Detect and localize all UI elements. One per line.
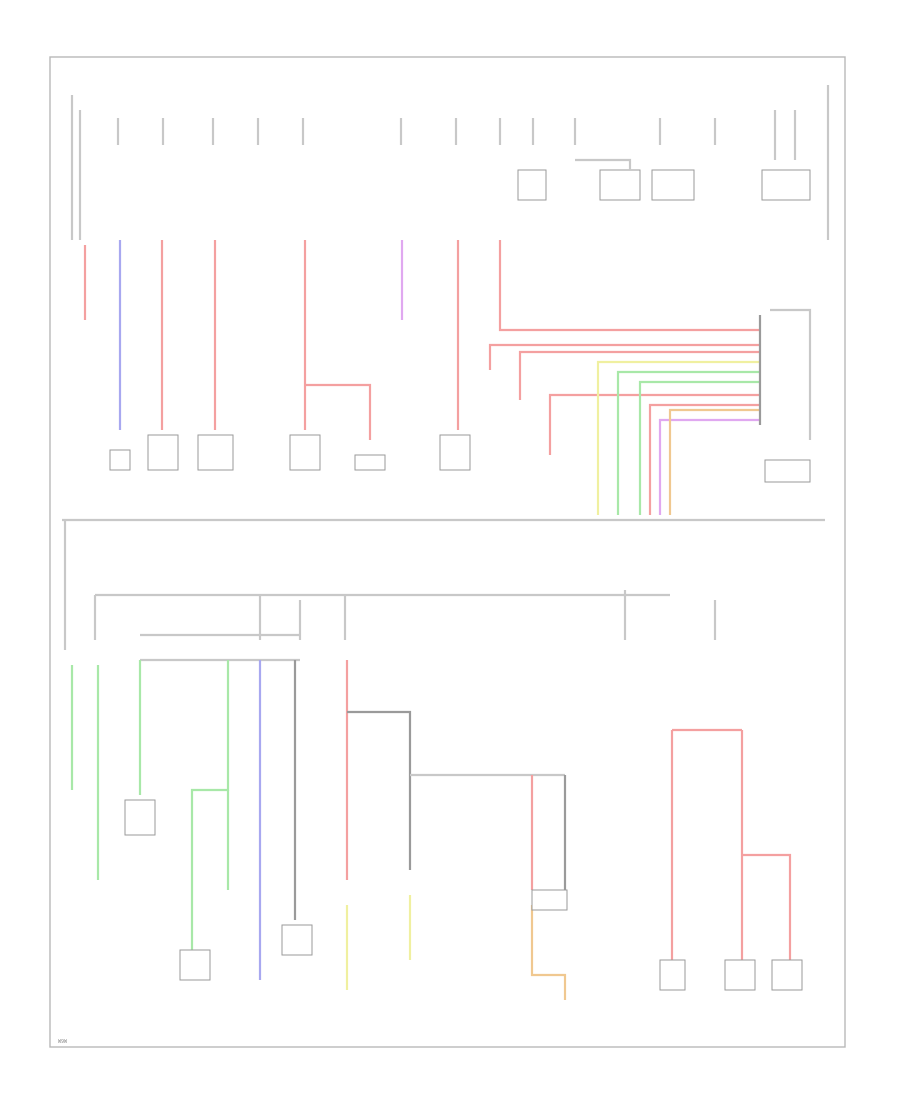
component-box-6	[439, 434, 471, 471]
module-box-3	[651, 169, 695, 201]
component-box-3	[197, 434, 234, 471]
connector-box-right	[764, 459, 811, 483]
bottom-section	[63, 520, 803, 1000]
diagram-code: W9W	[58, 1039, 68, 1045]
component-box-4	[289, 434, 321, 471]
wire-gray-top	[575, 158, 632, 170]
module-box-1	[517, 169, 547, 201]
top-fuse-row	[70, 85, 830, 515]
module-box-2	[599, 169, 641, 201]
wire-red-6	[498, 240, 760, 332]
component-box-b5	[659, 959, 686, 991]
harness-bundle	[488, 308, 812, 515]
component-box-1	[109, 449, 131, 471]
module-box-4	[761, 169, 811, 201]
component-box-b3	[281, 924, 313, 956]
component-box-b6	[724, 959, 756, 991]
wire-orange-b1	[530, 905, 567, 1000]
wire-black-b2	[347, 710, 412, 870]
component-box-b4	[531, 889, 568, 911]
component-box-b2	[179, 949, 211, 981]
wire-red-4b	[305, 383, 372, 440]
wire-red-b6	[742, 853, 792, 960]
wire-green-b4	[190, 660, 230, 950]
component-box-5	[354, 454, 386, 471]
component-box-2	[147, 434, 179, 471]
component-box-b7	[771, 959, 803, 991]
component-box-b1	[124, 799, 156, 836]
diagram-frame	[49, 56, 846, 1048]
